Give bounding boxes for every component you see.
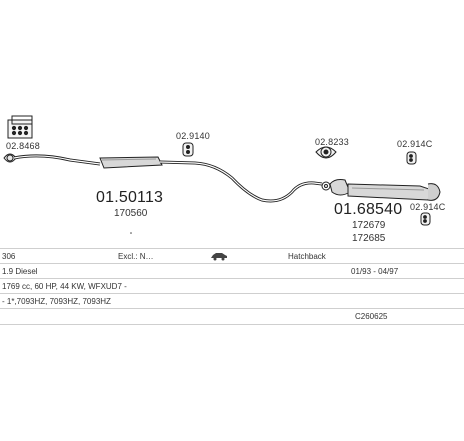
bracket-icon	[7, 115, 33, 139]
middle-part-number: 01.50113	[96, 189, 164, 206]
engine-cell: 1.9 Diesel	[2, 267, 38, 276]
rear-part-number: 01.68540	[334, 201, 403, 218]
middle-pipe	[159, 160, 323, 203]
rubber-mount-icon	[406, 151, 417, 165]
exhaust-diagram: 02.8468 02.9140 02.8233 02.914C 02.914C …	[3, 115, 446, 244]
body-type-cell: Hatchback	[288, 252, 326, 261]
table-row: C260625	[0, 308, 464, 325]
exhaust-drawing	[3, 115, 441, 234]
clamp-part-label: 02.8233	[315, 137, 349, 147]
rear-part-reference: 172685	[352, 233, 386, 244]
rear-part-reference: 172679	[352, 220, 386, 231]
spec-cell: 1769 cc, 60 HP, 44 KW, WFXUD7 -	[2, 282, 127, 291]
euro-cell: Excl.: N…	[118, 252, 154, 261]
bracket-part-label: 02.8468	[6, 141, 40, 151]
rubber-mount-icon	[420, 212, 431, 226]
connector-ring-icon	[321, 181, 331, 191]
middle-silencer	[99, 156, 163, 169]
model-cell: 306	[2, 252, 16, 261]
rear-silencer	[329, 179, 441, 201]
table-row: - 1*,7093HZ, 7093HZ, 7093HZ	[0, 293, 464, 309]
date-range-cell: 01/93 - 04/97	[351, 267, 399, 276]
middle-part-reference: 170560	[114, 208, 148, 219]
car-body-icon	[210, 251, 228, 263]
code-cell: C260625	[355, 312, 388, 321]
table-row: 1769 cc, 60 HP, 44 KW, WFXUD7 -	[0, 278, 464, 294]
table-row: 306 Excl.: N… Hatchback	[0, 248, 464, 264]
extra-cell: - 1*,7093HZ, 7093HZ, 7093HZ	[2, 297, 111, 306]
rubber-mount-icon	[182, 142, 194, 157]
mount-part-label: 02.9140	[176, 131, 210, 141]
clamp-icon	[315, 146, 337, 159]
mount-part-label: 02.914C	[397, 139, 433, 149]
table-row: 1.9 Diesel 01/93 - 04/97	[0, 263, 464, 279]
mount-part-label: 02.914C	[410, 202, 446, 212]
